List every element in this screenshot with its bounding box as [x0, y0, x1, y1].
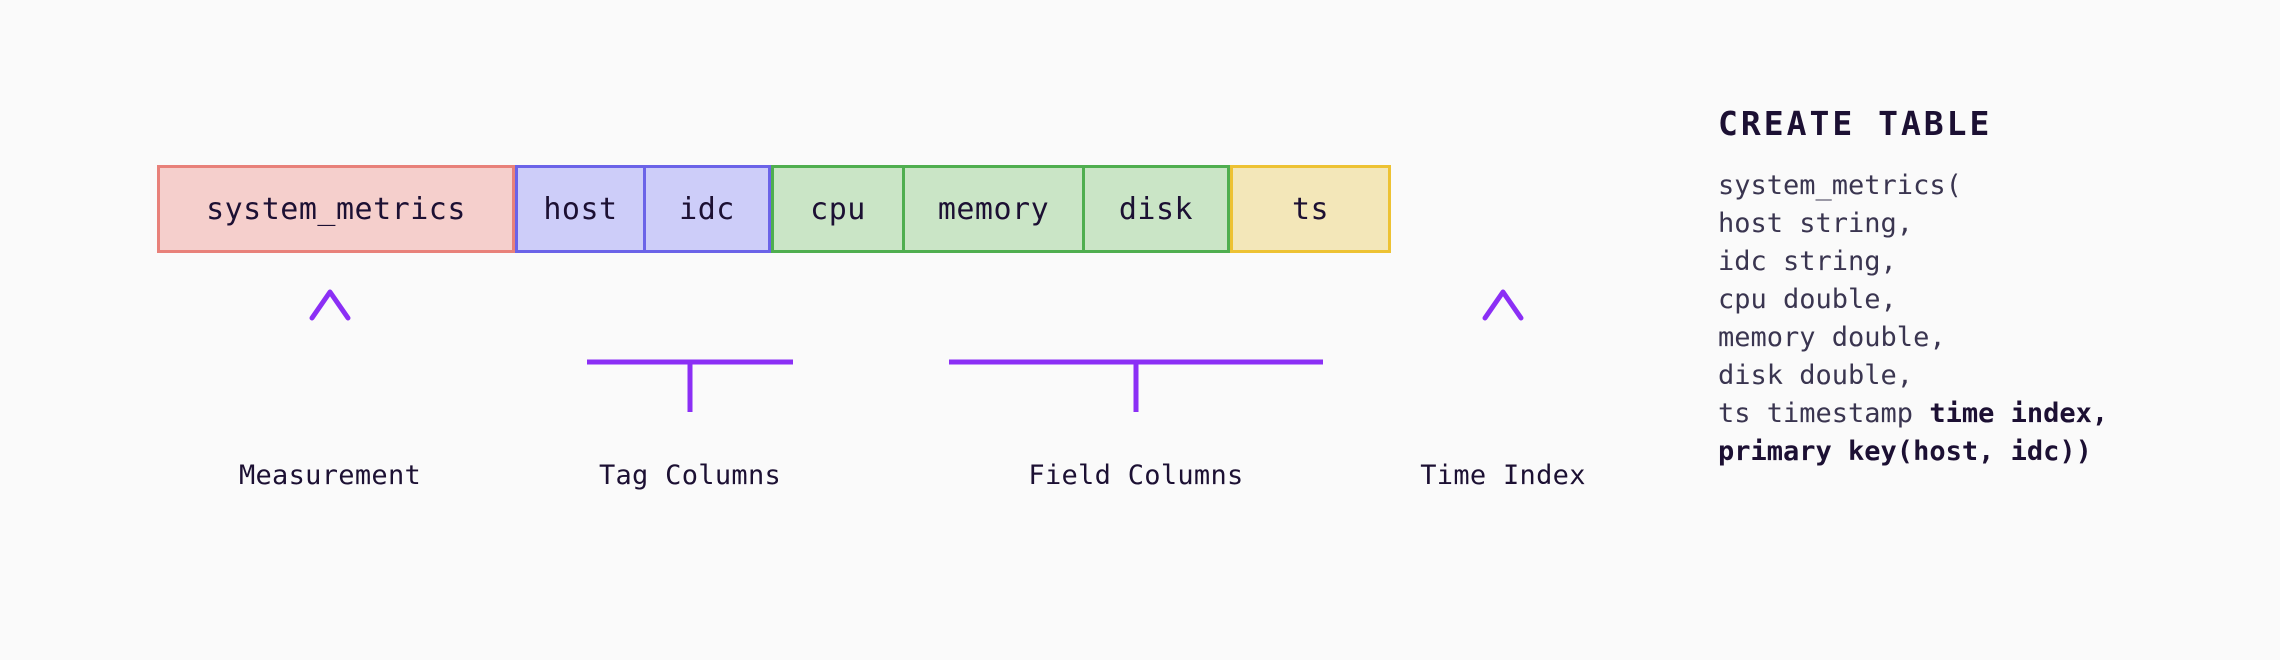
- connector-arrow-time-index: [1482, 289, 1524, 412]
- connector-bracket-tag: [587, 300, 793, 412]
- sql-keyword: time index,: [1929, 398, 2109, 429]
- sql-text: ts timestamp: [1718, 398, 1930, 429]
- caption-field-columns: Field Columns: [1028, 460, 1244, 491]
- column-cell-disk[interactable]: disk: [1082, 168, 1227, 250]
- group-measurement: system_metrics: [157, 165, 515, 253]
- sql-line: idc string,: [1718, 243, 2238, 281]
- column-cell-cpu[interactable]: cpu: [810, 191, 866, 227]
- sql-panel: CREATE TABLE system_metrics(host string,…: [1718, 104, 2238, 471]
- column-cell-ts[interactable]: ts: [1291, 191, 1330, 227]
- column-cell-host[interactable]: host: [543, 191, 618, 227]
- sql-keyword: primary key(host, idc)): [1718, 436, 2092, 467]
- sql-text: cpu double,: [1718, 284, 1897, 315]
- caption-measurement: Measurement: [238, 460, 422, 491]
- sql-body: system_metrics(host string, idc string, cp…: [1718, 167, 2238, 471]
- sql-line: host string,: [1718, 205, 2238, 243]
- connector-bracket-field: [949, 300, 1323, 412]
- connector-arrow-measurement: [309, 289, 351, 412]
- caption-time-index: Time Index: [1420, 460, 1586, 491]
- sql-text: disk double,: [1718, 360, 1914, 391]
- sql-title: CREATE TABLE: [1718, 104, 1993, 143]
- sql-line: cpu double,: [1718, 281, 2238, 319]
- sql-line: primary key(host, idc)): [1718, 433, 2238, 471]
- caption-tag-columns: Tag Columns: [598, 460, 782, 491]
- sql-line: memory double,: [1718, 319, 2238, 357]
- sql-text: idc string,: [1718, 246, 1897, 277]
- column-cell-idc[interactable]: idc: [643, 168, 768, 250]
- sql-line: disk double,: [1718, 357, 2238, 395]
- sql-text: system_metrics(: [1718, 170, 1962, 201]
- sql-line: ts timestamp time index,: [1718, 395, 2238, 433]
- group-time-index: ts: [1230, 165, 1391, 253]
- column-cell-system-metrics[interactable]: system_metrics: [206, 191, 466, 227]
- group-field-columns: cpu memory disk: [771, 165, 1230, 253]
- sql-text: memory double,: [1718, 322, 1946, 353]
- group-tag-columns: host idc: [515, 165, 771, 253]
- column-cell-memory[interactable]: memory: [902, 168, 1082, 250]
- sql-text: host string,: [1718, 208, 1914, 239]
- schema-row: system_metrics host idc cpu memory disk …: [157, 165, 1391, 253]
- sql-line: system_metrics(: [1718, 167, 2238, 205]
